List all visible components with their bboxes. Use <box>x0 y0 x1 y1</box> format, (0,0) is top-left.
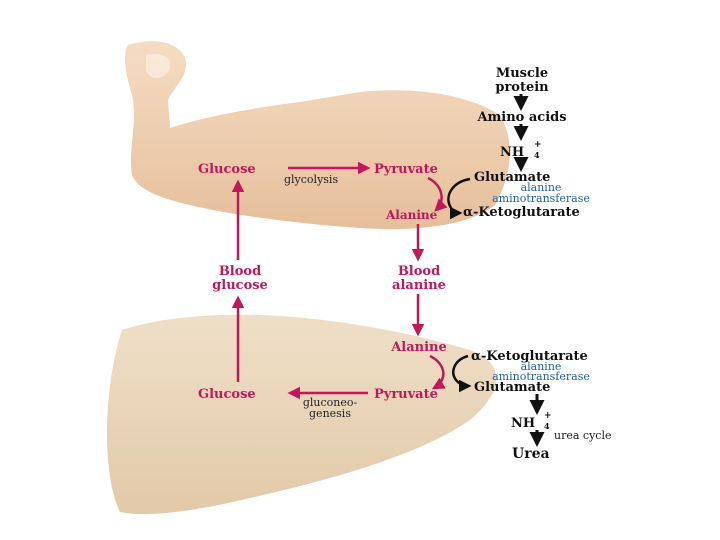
muscle-protein-label-2: protein <box>495 80 549 95</box>
urea-label: Urea <box>512 446 550 462</box>
muscle-pyruvate-label: Pyruvate <box>374 162 438 177</box>
blood-glucose-label-2: glucose <box>212 278 268 293</box>
muscle-nh4-charge: + <box>534 140 542 150</box>
urea-cycle-label: urea cycle <box>554 429 611 442</box>
muscle-nh4-subscript: 4 <box>534 150 540 160</box>
liver-glutamate-label: Glutamate <box>474 380 550 395</box>
arm-shape <box>125 41 510 229</box>
amino-acids-label: Amino acids <box>476 110 566 125</box>
blood-alanine-label-1: Blood <box>398 264 440 279</box>
muscle-enzyme-label-2: aminotransferase <box>492 192 590 205</box>
liver-nh4-subscript: 4 <box>544 421 550 431</box>
blood-glucose-label-1: Blood <box>219 264 261 279</box>
blood-alanine-label-2: alanine <box>392 278 446 293</box>
muscle-nh4-label: NH <box>500 145 524 160</box>
liver-nh4-charge: + <box>544 411 552 421</box>
muscle-alpha-ketoglutarate-label: α-Ketoglutarate <box>463 205 580 220</box>
liver-nh4-label: NH <box>511 416 535 431</box>
arm-illustration <box>125 41 510 229</box>
glycolysis-label: glycolysis <box>284 173 338 186</box>
muscle-glucose-label: Glucose <box>198 162 256 177</box>
liver-pyruvate-label: Pyruvate <box>374 387 438 402</box>
muscle-protein-label-1: Muscle <box>496 66 548 81</box>
muscle-alanine-label: Alanine <box>385 208 438 222</box>
liver-glucose-label: Glucose <box>198 387 256 402</box>
gluconeogenesis-label-2: genesis <box>309 407 351 420</box>
liver-alanine-label: Alanine <box>390 340 447 355</box>
